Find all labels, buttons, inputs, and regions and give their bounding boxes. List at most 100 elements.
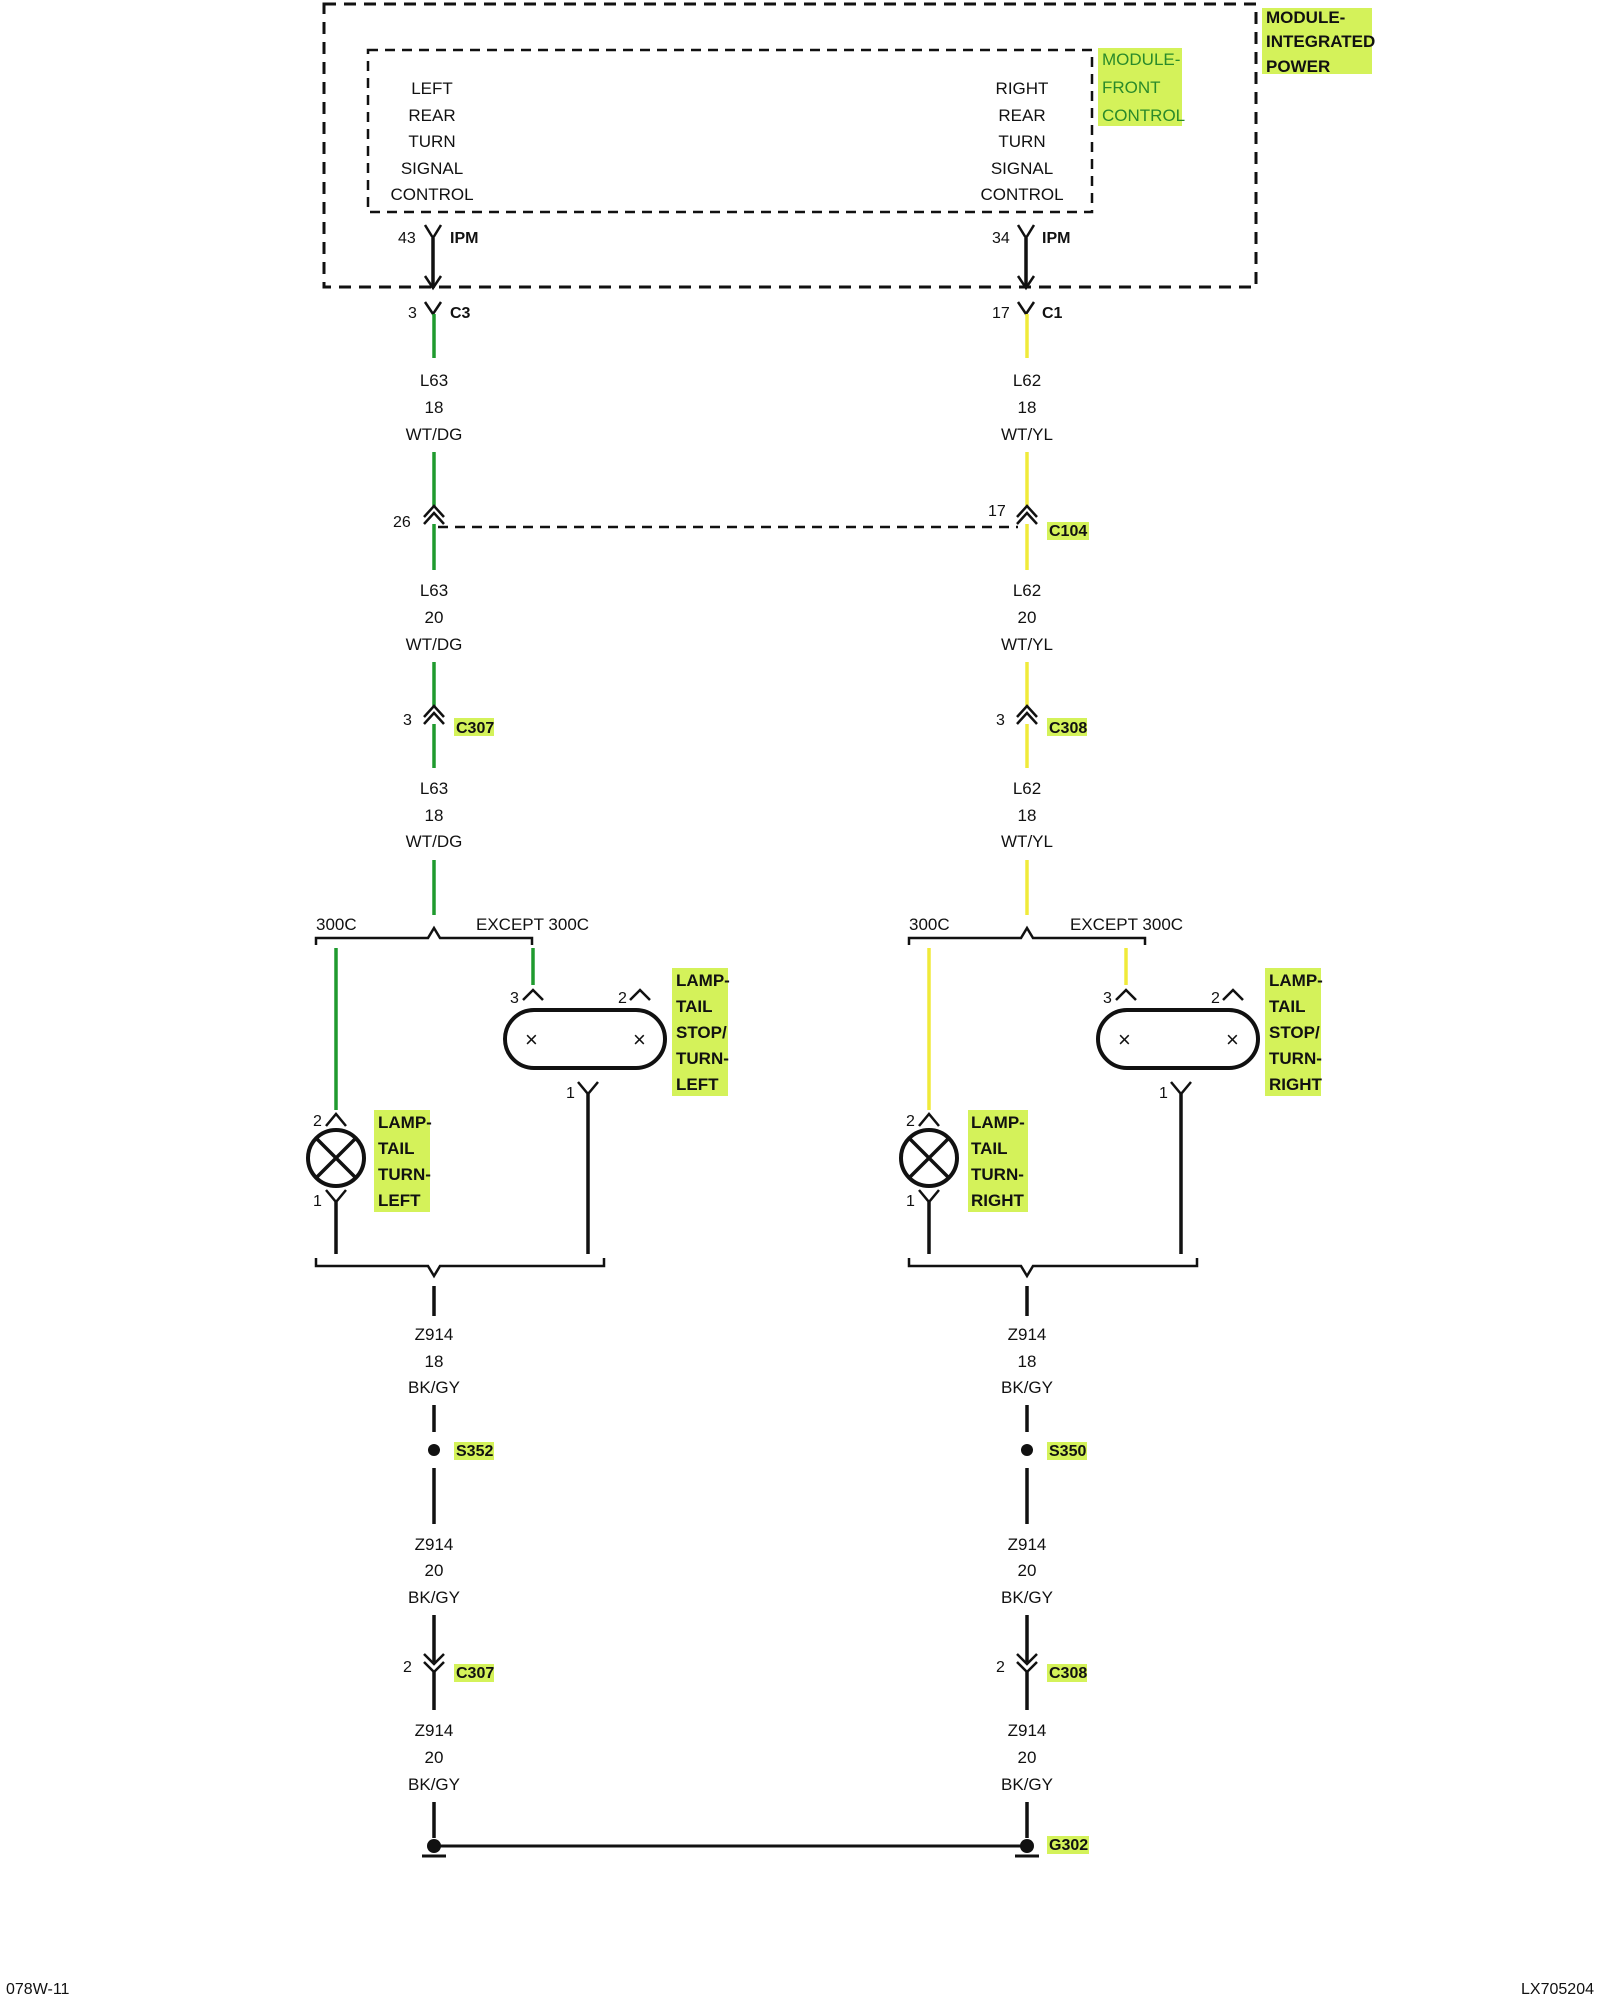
ipm-pin-right-symbol	[1016, 224, 1036, 241]
c1-label: C1	[1042, 305, 1063, 322]
left-tail-lamp-pin2: 2	[313, 1113, 322, 1130]
svg-text:CONTROL: CONTROL	[390, 185, 473, 204]
svg-text:TAIL: TAIL	[676, 997, 713, 1016]
left-tail-lamp-pin1-symbol	[325, 1189, 347, 1204]
svg-text:L62: L62	[1013, 371, 1041, 390]
left-tail-lamp-pin1: 1	[313, 1193, 322, 1210]
fcm-label-line2: FRONT	[1102, 78, 1161, 97]
svg-text:18: 18	[425, 806, 444, 825]
c307-highlight	[454, 718, 494, 736]
c307-label: C307	[456, 720, 494, 737]
svg-text:Z914: Z914	[415, 1721, 454, 1740]
left-z914-wire2-label: Z914 20 BK/GY	[408, 1535, 460, 1607]
svg-text:TAIL: TAIL	[1269, 997, 1306, 1016]
right-ground-terminal	[1020, 1839, 1034, 1853]
ipm-label-highlight	[1262, 8, 1372, 74]
right-z914-wire2-label: Z914 20 BK/GY	[1001, 1535, 1053, 1607]
svg-text:20: 20	[1018, 1561, 1037, 1580]
svg-text:CONTROL: CONTROL	[980, 185, 1063, 204]
c308b-pin: 2	[996, 1659, 1005, 1676]
svg-text:Z914: Z914	[1008, 1325, 1047, 1344]
svg-text:STOP/: STOP/	[1269, 1023, 1320, 1042]
svg-text:LAMP-: LAMP-	[971, 1113, 1025, 1132]
right-tail-lamp-pin2-symbol	[918, 1112, 940, 1127]
left-ipm-pin: 43	[398, 230, 416, 247]
left-variant-brace	[314, 925, 534, 945]
ipm-label-line1: MODULE-	[1266, 8, 1345, 27]
c308b-label: C308	[1049, 1665, 1087, 1682]
ipm-module-boundary	[322, 2, 1258, 289]
right-rear-turn-signal-control: RIGHT REAR TURN SIGNAL CONTROL	[980, 79, 1063, 204]
svg-text:18: 18	[1018, 1352, 1037, 1371]
c308-connector-lower	[1016, 711, 1038, 725]
svg-text:20: 20	[1018, 608, 1037, 627]
l63-wire3-label: L63 18 WT/DG	[406, 779, 463, 851]
right-stop-lamp-label: LAMP- TAIL STOP/ TURN- RIGHT	[1269, 971, 1323, 1094]
left-stop-lamp-body	[503, 1008, 667, 1070]
c307b-label: C307	[456, 1665, 494, 1682]
svg-text:18: 18	[425, 1352, 444, 1371]
right-tail-lamp-label-highlight	[968, 1110, 1028, 1212]
right-stop-lamp-pin3-symbol	[1115, 988, 1137, 1001]
right-variant-except-300c: EXCEPT 300C	[1070, 915, 1183, 934]
svg-text:L62: L62	[1013, 581, 1041, 600]
c104-left-connector-lower	[423, 511, 445, 525]
right-ipm-arrow	[1016, 275, 1036, 291]
c1-pin: 17	[992, 305, 1010, 322]
svg-text:RIGHT: RIGHT	[996, 79, 1049, 98]
left-variant-except-300c: EXCEPT 300C	[476, 915, 589, 934]
right-stop-lamp-pin2-symbol	[1222, 988, 1244, 1001]
c3-connector-symbol	[423, 301, 443, 317]
ipm-label-line2: INTEGRATED	[1266, 32, 1375, 51]
svg-text:18: 18	[1018, 398, 1037, 417]
left-variant-300c: 300C	[316, 915, 357, 934]
footer-right-code: LX705204	[1521, 1981, 1594, 1998]
svg-text:SIGNAL: SIGNAL	[991, 159, 1053, 178]
right-stop-lamp-body	[1096, 1008, 1260, 1070]
svg-text:LEFT: LEFT	[378, 1191, 421, 1210]
fcm-label-line3: CONTROL	[1102, 106, 1185, 125]
right-tail-lamp-pin2: 2	[906, 1113, 915, 1130]
c104-highlight	[1047, 522, 1089, 540]
svg-text:Z914: Z914	[1008, 1721, 1047, 1740]
fcm-module-boundary	[366, 48, 1094, 214]
svg-text:WT/DG: WT/DG	[406, 425, 463, 444]
left-ipm-arrow	[423, 275, 443, 291]
left-stop-lamp-filament1-icon: ×	[525, 1027, 538, 1052]
svg-text:BK/GY: BK/GY	[408, 1588, 460, 1607]
left-stop-lamp-pin2: 2	[618, 990, 627, 1007]
c308-highlight	[1047, 718, 1087, 736]
svg-text:20: 20	[425, 1748, 444, 1767]
ipm-label-line3: POWER	[1266, 57, 1330, 76]
svg-text:REAR: REAR	[408, 106, 455, 125]
fcm-label-highlight	[1098, 48, 1182, 126]
right-stop-lamp-filament2-icon: ×	[1226, 1027, 1239, 1052]
c307b-connector-upper	[423, 1653, 445, 1666]
svg-text:BK/GY: BK/GY	[1001, 1588, 1053, 1607]
right-tail-lamp-pin1-symbol	[918, 1189, 940, 1204]
c104-left-connector-upper	[423, 504, 445, 518]
l63-wire1-label: L63 18 WT/DG	[406, 371, 463, 444]
left-rear-turn-signal-control: LEFT REAR TURN SIGNAL CONTROL	[390, 79, 473, 204]
footer-left-code: 078W-11	[6, 1981, 70, 1998]
svg-text:SIGNAL: SIGNAL	[401, 159, 463, 178]
left-stop-lamp-pin1: 1	[566, 1085, 575, 1102]
s352-highlight	[454, 1442, 494, 1460]
svg-text:20: 20	[425, 608, 444, 627]
right-ipm-label: IPM	[1042, 230, 1070, 247]
svg-text:LAMP-: LAMP-	[676, 971, 730, 990]
left-tail-lamp-pin2-symbol	[325, 1112, 347, 1127]
s350-splice-dot	[1021, 1444, 1033, 1456]
svg-text:Z914: Z914	[415, 1325, 454, 1344]
l62-wire1-label: L62 18 WT/YL	[1001, 371, 1053, 444]
c307b-highlight	[454, 1664, 494, 1682]
c104-label: C104	[1049, 523, 1087, 540]
svg-text:18: 18	[425, 398, 444, 417]
right-z914-wire3-label: Z914 20 BK/GY	[1001, 1721, 1053, 1794]
right-stop-lamp-label-highlight	[1265, 968, 1321, 1096]
left-stop-lamp-label-highlight	[672, 968, 728, 1096]
left-stop-lamp-pin2-symbol	[629, 988, 651, 1001]
svg-text:TURN-: TURN-	[378, 1165, 431, 1184]
right-stop-lamp-pin1-symbol	[1170, 1081, 1192, 1096]
